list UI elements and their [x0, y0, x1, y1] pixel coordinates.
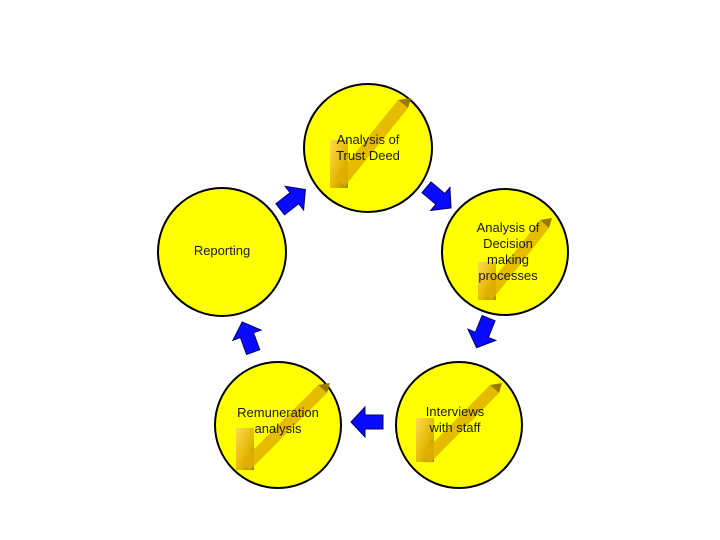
pencil-icon — [330, 98, 411, 188]
arrow-up-right-icon — [275, 185, 306, 216]
node-remuneration-label: Remuneration analysis — [237, 405, 319, 436]
node-remuneration — [214, 361, 342, 489]
node-trust-deed — [303, 83, 433, 213]
arrow-right-down-icon — [421, 181, 452, 212]
node-reporting-circle — [157, 187, 287, 317]
node-interviews-label: Interviews with staff — [425, 404, 485, 435]
pencil-icon — [416, 383, 502, 463]
pencil-icon — [236, 383, 330, 470]
node-decision-making-circle — [441, 188, 569, 316]
node-trust-deed-label: Analysis of Trust Deed — [336, 132, 400, 163]
node-reporting-label: Reporting — [193, 243, 251, 258]
node-decision-making-label: Analysis of Decision making processes — [476, 220, 540, 283]
arrow-up-left-icon — [231, 321, 263, 356]
arrow-left-icon — [350, 405, 384, 439]
node-interviews — [395, 361, 523, 489]
node-decision-making — [441, 188, 569, 316]
arrow-down-left-icon — [466, 314, 498, 349]
node-reporting — [157, 187, 287, 317]
pencil-icon — [478, 218, 552, 300]
